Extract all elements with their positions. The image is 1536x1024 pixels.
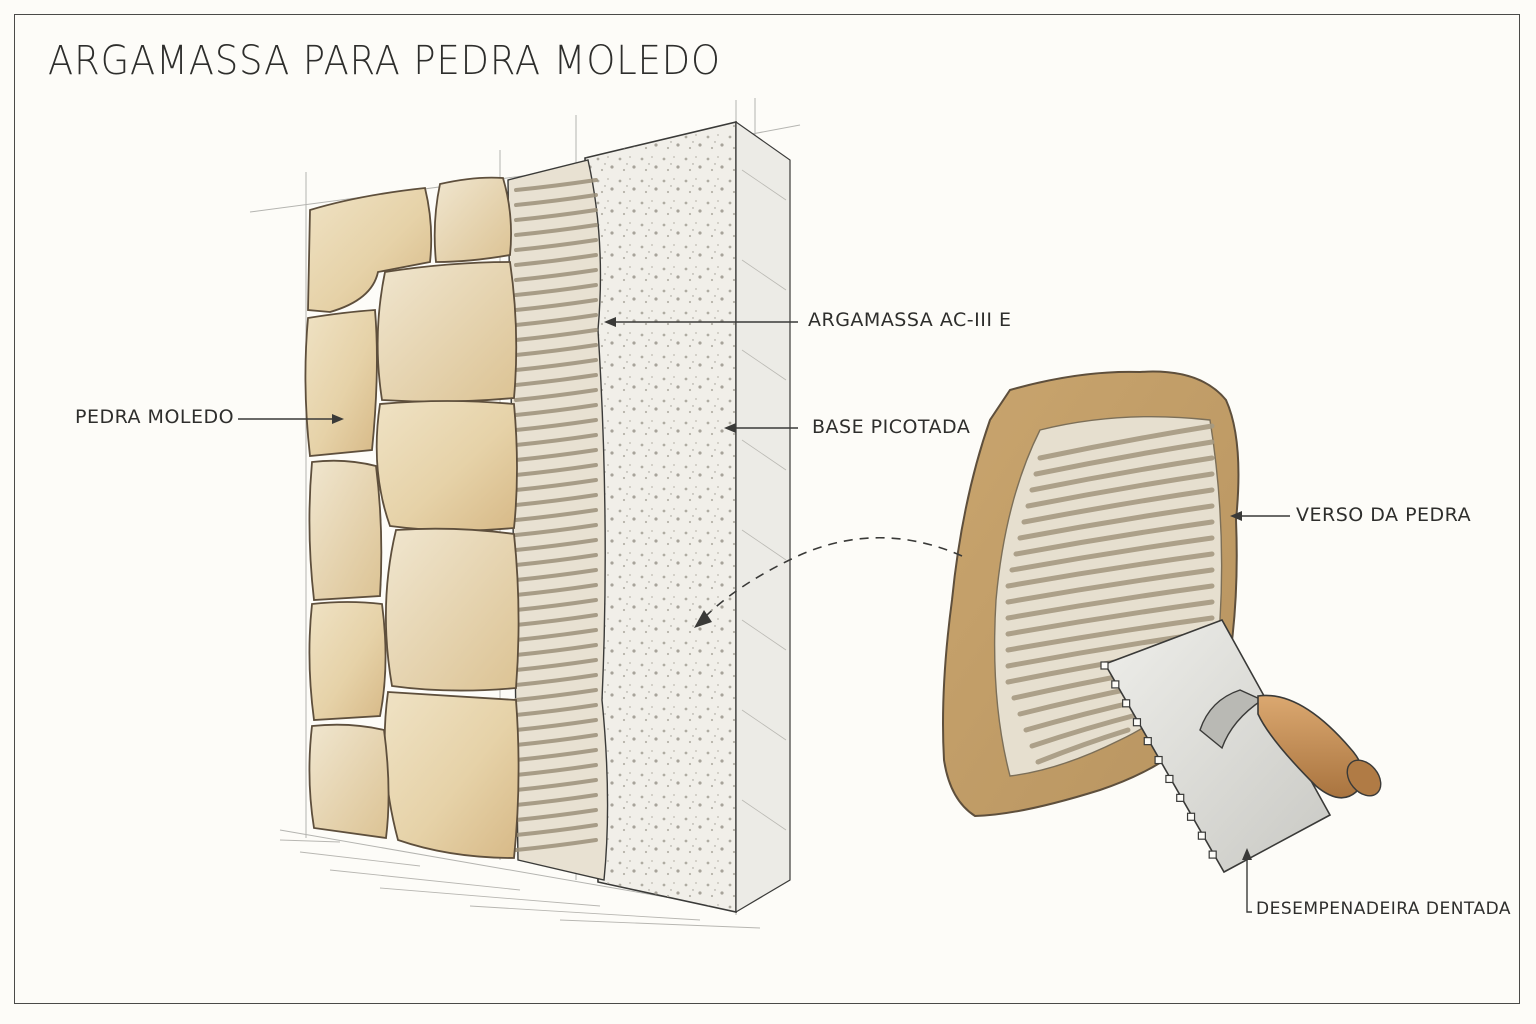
mortar-ridge [514, 628, 598, 642]
mortar-ridge [514, 718, 598, 732]
label-pedra-moledo: PEDRA MOLEDO [75, 406, 235, 428]
label-argamassa: ARGAMASSA AC-III E [808, 309, 1012, 331]
trowel-notch [1165, 774, 1174, 784]
mortar-ridge [514, 208, 598, 222]
back-ridge [1005, 615, 1215, 653]
mortar-ridge [514, 193, 598, 207]
back-ridge [1037, 423, 1215, 461]
mortar-ridge [514, 493, 598, 507]
mortar-ridge [514, 673, 598, 687]
trowel-notch [1132, 718, 1142, 727]
mortar-ridge [514, 598, 598, 612]
mortar-ridge [514, 433, 598, 447]
mortar-ridge [514, 418, 598, 432]
mortar-ridge [514, 253, 598, 267]
mortar-ridge [514, 748, 598, 762]
back-ridge [1005, 567, 1215, 605]
wall-section [249, 98, 801, 929]
back-ridge [1035, 727, 1131, 765]
trowel-notch [1197, 831, 1206, 840]
mortar-ridge [514, 568, 598, 582]
back-ridge [1025, 471, 1215, 509]
mortar-ridge [514, 358, 598, 372]
mortar-ridge [514, 703, 598, 717]
trowel-handle [1257, 694, 1364, 799]
trowel-notch [1176, 793, 1185, 802]
mortar-ridge [514, 373, 598, 387]
leader-lines [238, 317, 1290, 913]
page-title: ARGAMASSA PARA PEDRA MOLEDO [48, 38, 721, 84]
back-ridge [1013, 519, 1215, 557]
trowel-notch [1100, 661, 1109, 670]
mortar-ridge [514, 583, 598, 597]
mortar-ridge [514, 343, 598, 357]
mortar-ridge [514, 688, 598, 702]
trowel-notch [1208, 850, 1217, 859]
mortar-ridge [514, 223, 598, 237]
mortar-ridge [514, 823, 598, 837]
stone-courses [304, 176, 520, 859]
trowel-notch [1122, 699, 1131, 708]
mortar-ridge [514, 778, 598, 792]
mortar-ridge [514, 448, 598, 462]
mortar-ridge [514, 508, 598, 522]
mortar-ridge [514, 808, 598, 822]
mortar-ridge [514, 733, 598, 747]
back-ridge [1033, 439, 1215, 477]
mortar-ridge [514, 328, 598, 342]
mortar-ridge [514, 793, 598, 807]
back-ridge [1005, 551, 1215, 589]
trowel-notch [1154, 755, 1163, 765]
mortar-ridge [514, 838, 598, 852]
mortar-ridge [514, 298, 598, 312]
mortar-ridge [514, 658, 598, 672]
back-ridge [1005, 583, 1215, 621]
arrow-icon [699, 536, 963, 623]
mortar-ridge [514, 763, 598, 777]
back-ridge [1029, 455, 1215, 493]
label-verso-da-pedra: VERSO DA PEDRA [1296, 504, 1472, 526]
mortar-ridge [514, 478, 598, 492]
trowel-notch [1186, 812, 1196, 821]
trowel-notches [1100, 661, 1217, 859]
mortar-ridges [514, 178, 598, 852]
back-ridge [1021, 487, 1215, 525]
mortar-ridge [514, 553, 598, 567]
notched-trowel-icon [1100, 619, 1382, 874]
back-ridge [1017, 503, 1215, 541]
back-ridge [1009, 535, 1215, 573]
mortar-ridge [514, 403, 598, 417]
mortar-ridge [514, 178, 598, 192]
drawing-frame [14, 14, 1520, 1004]
label-base-picotada: BASE PICOTADA [812, 416, 971, 438]
mortar-ridge [514, 388, 598, 402]
mortar-ridge [514, 268, 598, 282]
mortar-ridge [514, 238, 598, 252]
mortar-ridge [514, 523, 598, 537]
mortar-ridge [514, 613, 598, 627]
back-ridge [1005, 599, 1215, 637]
mortar-ridge [514, 463, 598, 477]
back-ridge [1029, 711, 1143, 749]
trowel-notch [1111, 680, 1120, 689]
trowel-notch [1143, 737, 1152, 746]
mortar-ridge [514, 643, 598, 657]
back-ridges [1005, 423, 1215, 765]
mortar-ridge [514, 313, 598, 327]
mortar-ridge [514, 283, 598, 297]
mortar-ridge [514, 538, 598, 552]
label-desempenadeira: DESEMPENADEIRA DENTADA [1256, 899, 1512, 919]
